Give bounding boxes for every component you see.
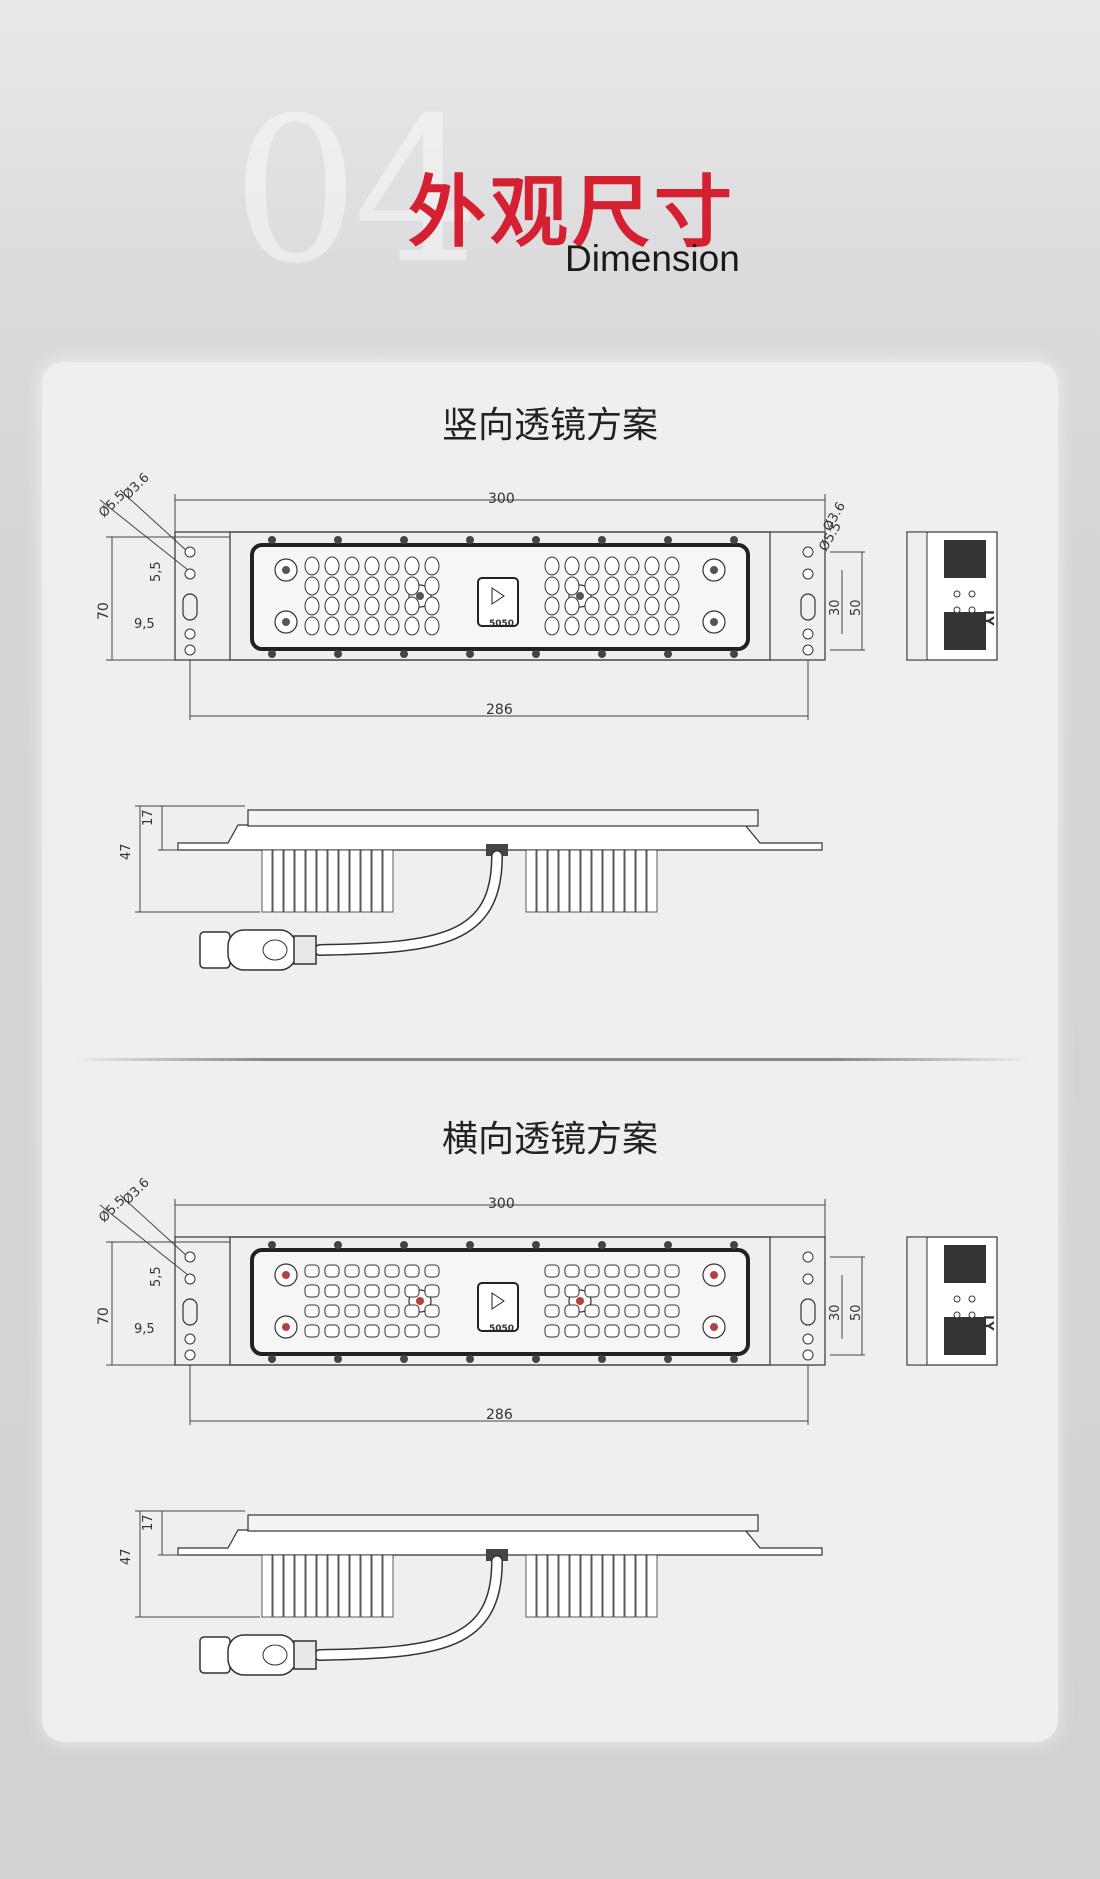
dim-width: 300 <box>488 491 515 507</box>
dim-spacing-a: 30 <box>828 599 843 616</box>
dim-depth-b: 47 <box>119 843 134 860</box>
horizontal-lens-drawing: Ø3.6 Ø5.5 300 286 70 5,5 9,5 30 50 17 47… <box>96 1175 998 1676</box>
chip-label: 5050 <box>489 619 514 629</box>
page-title: 外观尺寸 <box>408 168 737 258</box>
brand-label: LY <box>980 1315 995 1331</box>
dim-width: 300 <box>488 1196 515 1212</box>
dim-spacing-a: 30 <box>828 1304 843 1321</box>
dim-spacing-b: 50 <box>849 599 864 616</box>
section-divider <box>70 1058 1030 1061</box>
vertical-lens-drawing: Ø3.6 Ø5.5 Ø3.6 Ø5.5 300 286 70 5,5 9,5 3… <box>96 470 998 971</box>
dim-offset: 5,5 <box>149 1266 164 1287</box>
section-title-horizontal: 横向透镜方案 <box>441 1119 658 1160</box>
dim-height: 70 <box>96 602 112 620</box>
chip-label: 5050 <box>489 1324 514 1334</box>
page-subtitle: Dimension <box>565 238 740 279</box>
brand-label: LY <box>980 610 995 626</box>
dim-spacing-b: 50 <box>849 1304 864 1321</box>
dim-offset: 5,5 <box>149 561 164 582</box>
dim-inner: 286 <box>486 1407 513 1423</box>
dim-height: 70 <box>96 1307 112 1325</box>
background-number: 04 <box>232 75 480 308</box>
dim-depth-a: 17 <box>141 1514 156 1531</box>
section-title-vertical: 竖向透镜方案 <box>441 405 658 446</box>
dim-edge: 9,5 <box>134 617 155 632</box>
dim-inner: 286 <box>486 702 513 718</box>
dim-edge: 9,5 <box>134 1322 155 1337</box>
dim-depth-a: 17 <box>141 809 156 826</box>
dim-depth-b: 47 <box>119 1548 134 1565</box>
